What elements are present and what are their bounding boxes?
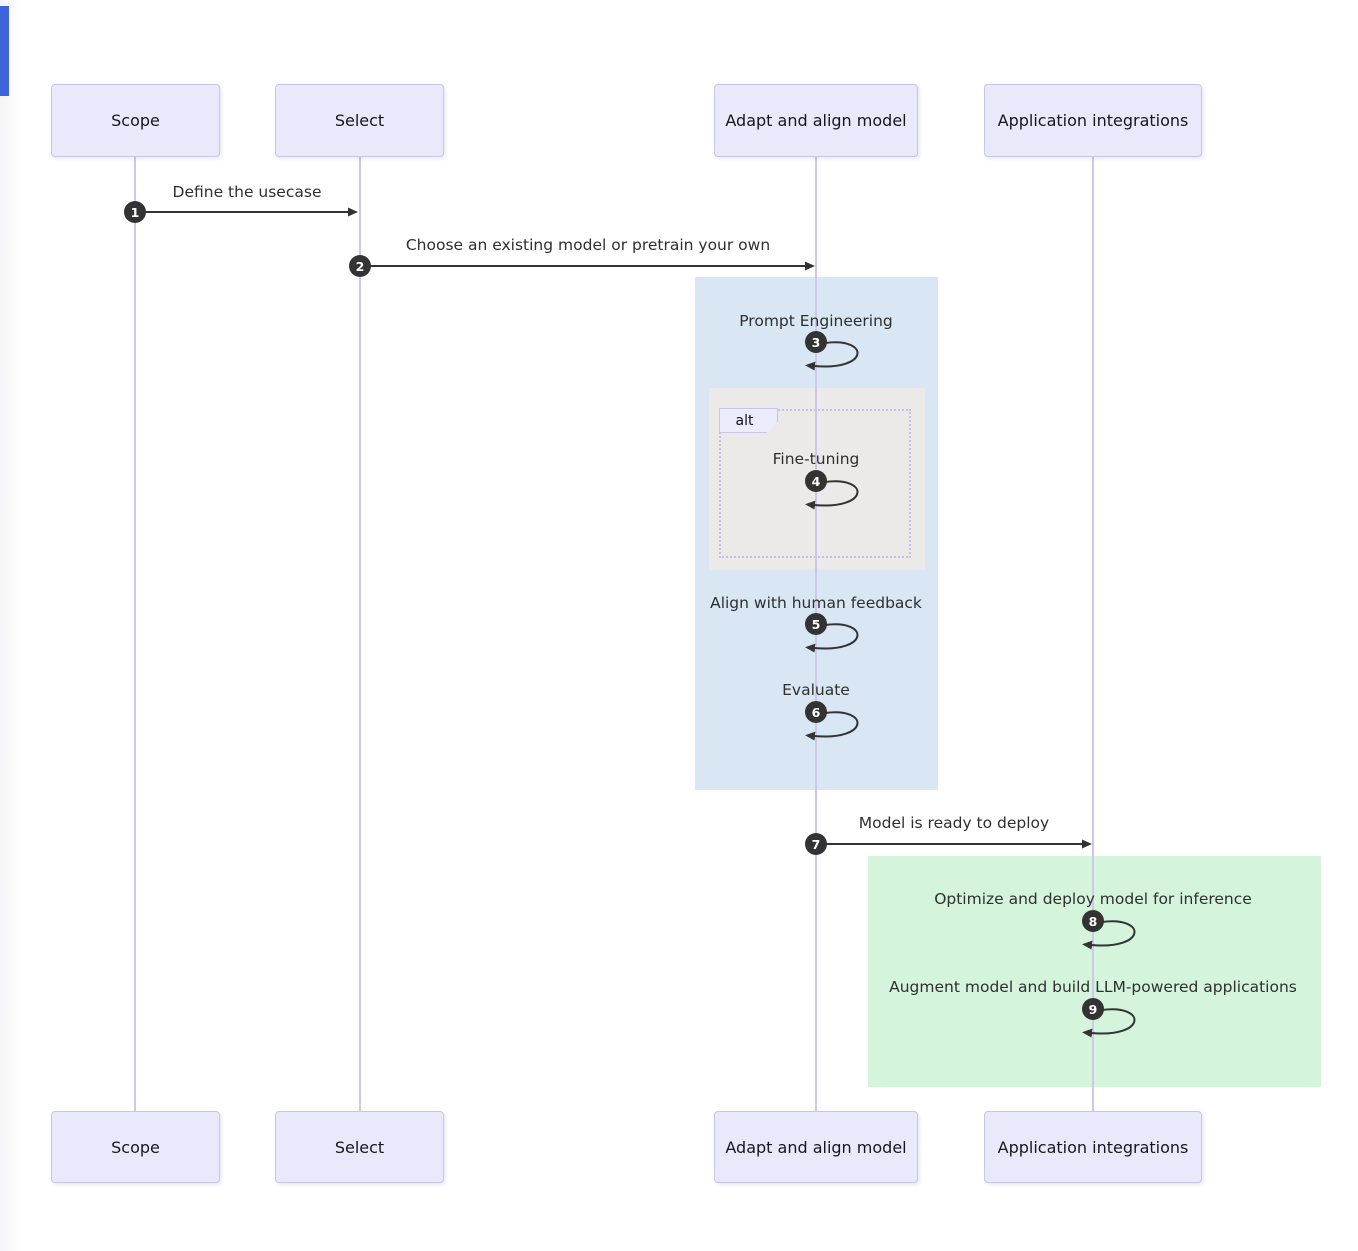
actor-box-select-top: Select: [275, 84, 444, 157]
self-loop-arrow-6: [805, 711, 859, 741]
message-seq-badge-2: 2: [349, 255, 371, 277]
actor-label: Adapt and align model: [725, 111, 907, 130]
self-loop-arrow-9: [1082, 1008, 1136, 1038]
self-loop-arrow-8: [1082, 920, 1136, 950]
message-seq-badge-4: 4: [805, 470, 827, 492]
actor-box-integrations-bottom: Application integrations: [984, 1111, 1202, 1183]
actor-label: Scope: [111, 111, 160, 130]
alt-label-tab: alt: [719, 408, 778, 433]
message-seq-badge-1: 1: [124, 201, 146, 223]
actor-box-select-bottom: Select: [275, 1111, 444, 1183]
message-label-9: Augment model and build LLM-powered appl…: [889, 978, 1297, 996]
left-edge-strip: [0, 6, 9, 96]
message-label-3: Prompt Engineering: [739, 312, 893, 330]
message-label-7: Model is ready to deploy: [858, 814, 1050, 832]
actor-box-integrations-top: Application integrations: [984, 84, 1202, 157]
message-label-1: Define the usecase: [172, 183, 322, 201]
actor-box-adapt-top: Adapt and align model: [714, 84, 918, 157]
message-seq-badge-8: 8: [1082, 910, 1104, 932]
left-edge-fade: [0, 0, 22, 1251]
message-seq-badge-7: 7: [805, 833, 827, 855]
actor-box-adapt-bottom: Adapt and align model: [714, 1111, 918, 1183]
actor-label: Scope: [111, 1137, 160, 1157]
message-seq-badge-5: 5: [805, 613, 827, 635]
message-label-8: Optimize and deploy model for inference: [934, 890, 1252, 908]
actor-label: Application integrations: [997, 1137, 1189, 1157]
message-seq-badge-6: 6: [805, 701, 827, 723]
integration-phase-background: [868, 856, 1321, 1087]
alt-label: alt: [735, 412, 754, 429]
actor-label: Application integrations: [997, 111, 1189, 130]
actor-label: Select: [334, 111, 385, 130]
actor-box-scope-bottom: Scope: [51, 1111, 220, 1183]
message-label-2: Choose an existing model or pretrain you…: [405, 236, 771, 254]
actor-label: Adapt and align model: [725, 1137, 907, 1157]
self-loop-arrow-5: [805, 623, 859, 653]
message-label-5: Align with human feedback: [710, 594, 922, 612]
message-label-4: Fine-tuning: [772, 450, 860, 468]
actor-box-scope-top: Scope: [51, 84, 220, 157]
message-seq-badge-9: 9: [1082, 998, 1104, 1020]
self-loop-arrow-3: [805, 341, 859, 371]
self-loop-arrow-4: [805, 480, 859, 510]
message-label-6: Evaluate: [782, 681, 850, 699]
message-seq-badge-3: 3: [805, 331, 827, 353]
actor-label: Select: [334, 1137, 385, 1157]
